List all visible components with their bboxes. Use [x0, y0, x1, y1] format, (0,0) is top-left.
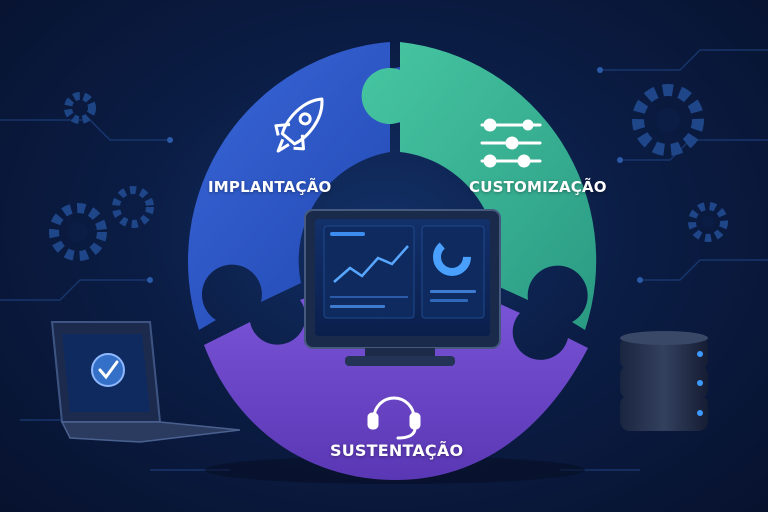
gear-icon: [112, 186, 154, 228]
database-icon: [620, 331, 708, 431]
line-chart: [333, 245, 409, 283]
headset-icon: [367, 396, 421, 440]
dashboard-screen: [323, 225, 485, 319]
gear-icon: [49, 203, 107, 261]
check-icon: [91, 353, 125, 387]
laptop: [50, 321, 241, 443]
label-sustentacao: SUSTENTAÇÃO: [330, 441, 464, 460]
circuit-lines: [0, 49, 768, 471]
gear-icon: [632, 84, 704, 156]
donut-chart: [433, 238, 471, 276]
label-customizacao: CUSTOMIZAÇÃO: [469, 178, 607, 196]
label-implantacao: IMPLANTAÇÃO: [208, 178, 332, 196]
gear-icon: [688, 202, 728, 242]
sliders-icon: [480, 118, 542, 168]
gear-icon: [64, 92, 96, 124]
rocket-icon: [274, 97, 324, 153]
segment-customizacao[interactable]: [361, 42, 597, 330]
